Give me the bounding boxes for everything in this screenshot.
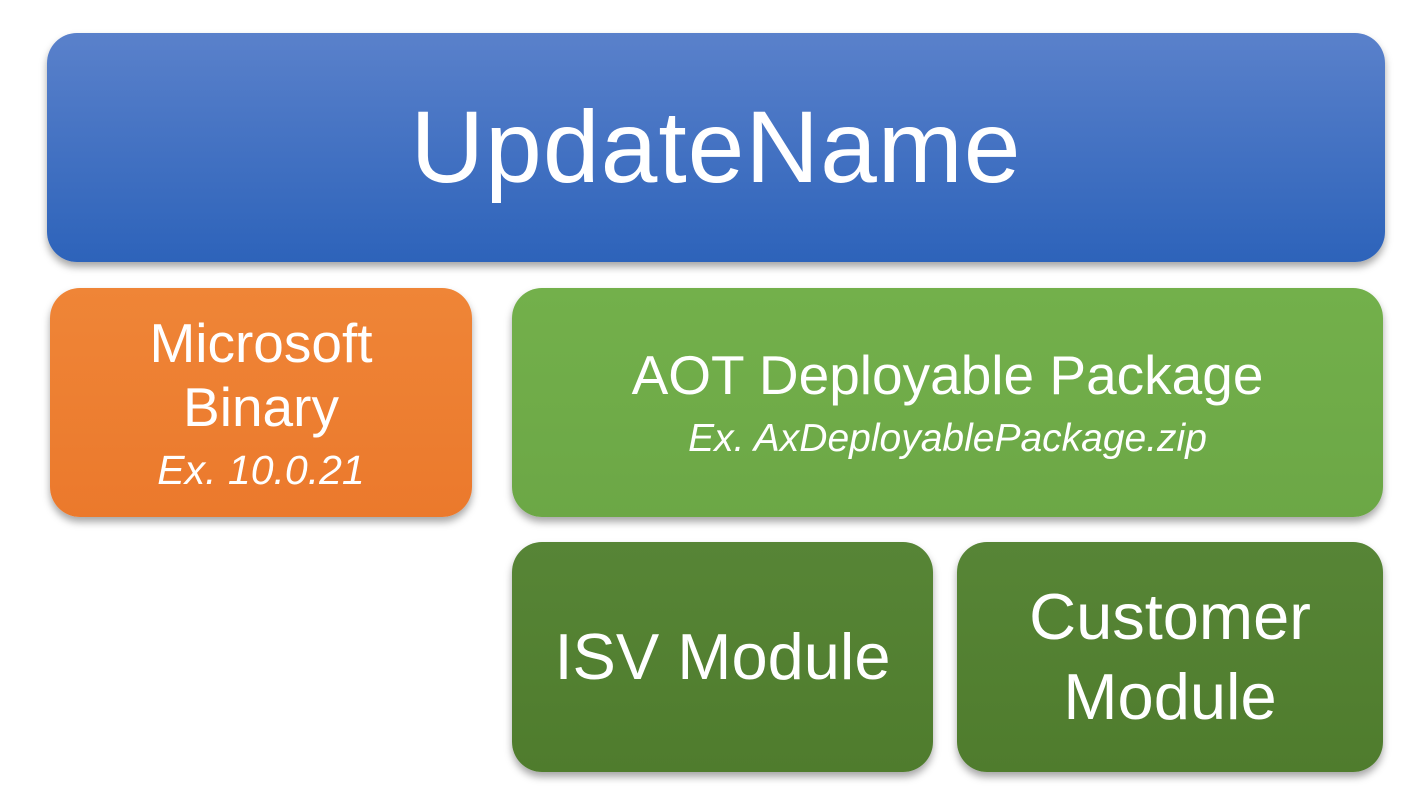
isv-module-box: ISV Module (512, 542, 933, 772)
update-name-box: UpdateName (47, 33, 1385, 262)
aot-deployable-package-title: AOT Deployable Package (631, 344, 1264, 407)
update-name-label: UpdateName (410, 89, 1022, 204)
microsoft-binary-title: Microsoft Binary (149, 311, 373, 439)
customer-module-box: Customer Module (957, 542, 1383, 772)
aot-deployable-package-example: Ex. AxDeployablePackage.zip (688, 417, 1207, 461)
microsoft-binary-box: Microsoft Binary Ex. 10.0.21 (50, 288, 472, 517)
customer-module-title: Customer Module (1029, 580, 1311, 733)
isv-module-title: ISV Module (554, 620, 891, 694)
microsoft-binary-example: Ex. 10.0.21 (157, 447, 365, 494)
aot-deployable-package-box: AOT Deployable Package Ex. AxDeployableP… (512, 288, 1383, 517)
